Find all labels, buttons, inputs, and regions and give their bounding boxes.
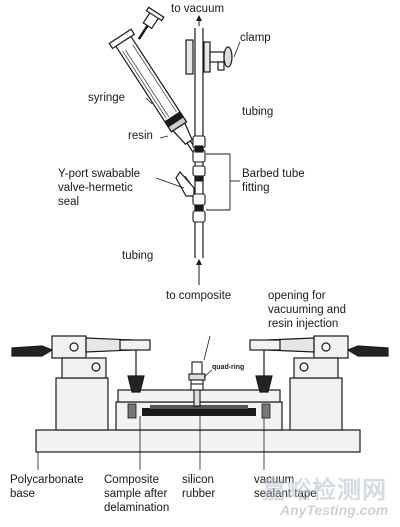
label-tubing-bottom: tubing (122, 250, 154, 262)
silicon-rubber-layer (142, 408, 256, 416)
label-yport-line2: valve-hermetic (58, 182, 133, 194)
label-syringe: syringe (88, 92, 126, 104)
clamp (185, 39, 233, 75)
watermark-cn: 嘉峪检测网 (262, 476, 387, 504)
polycarbonate-base (35, 429, 361, 453)
composite-sample (150, 405, 248, 409)
sealant-tape-right (261, 403, 271, 419)
label-yport-line1: Y-port swabable (58, 168, 141, 180)
label-silicon-line2: rubber (182, 488, 216, 500)
label-to-composite: to composite (166, 290, 232, 302)
barbed-bracket (206, 153, 240, 211)
label-composite-line3: delamination (104, 502, 170, 514)
label-clamp: clamp (240, 32, 271, 44)
y-port-valve (175, 171, 195, 197)
barbed-fitting-middle (192, 165, 206, 182)
toggle-clamp-left (11, 335, 151, 393)
label-yport-line3: seal (58, 196, 80, 208)
injection-port (188, 361, 206, 407)
left-pillar (55, 377, 109, 431)
toggle-clamp-right (249, 335, 389, 393)
label-barbed-line1: Barbed tube (242, 168, 305, 180)
label-tubing-top: tubing (242, 106, 274, 118)
label-vacuum-line1: vacuum (254, 474, 295, 486)
label-composite-line1: Composite (104, 474, 159, 486)
label-opening-line1: opening for (268, 290, 326, 302)
label-vacuum-line2: sealant tape (254, 488, 317, 500)
y-port-leader (155, 177, 185, 189)
barbed-fitting-bottom (192, 193, 206, 223)
right-pillar (289, 377, 343, 431)
syringe-leader (145, 97, 153, 105)
resin-leader (159, 135, 169, 139)
label-polycarbonate-line2: base (10, 488, 35, 500)
label-composite-line2: sample after (104, 488, 168, 500)
clamp-leader (233, 41, 241, 58)
opening-leader (203, 335, 211, 361)
label-quad-ring: quad-ring (212, 364, 245, 371)
label-opening-line3: resin injection (268, 318, 339, 330)
barbed-fitting-top (192, 135, 206, 163)
label-barbed-line2: fitting (242, 182, 270, 194)
label-resin: resin (128, 130, 153, 142)
label-silicon-line1: silicon (182, 474, 214, 486)
sealant-tape-left (127, 403, 137, 419)
bottom-leaders (37, 416, 265, 470)
watermark-en: AnyTesting.com (280, 502, 389, 518)
label-polycarbonate-line1: Polycarbonate (10, 474, 84, 486)
syringe (108, 6, 198, 154)
quad-ring-leader (203, 369, 213, 378)
label-to-vacuum: to vacuum (171, 3, 225, 15)
label-opening-line2: vacuuming and (268, 304, 346, 316)
